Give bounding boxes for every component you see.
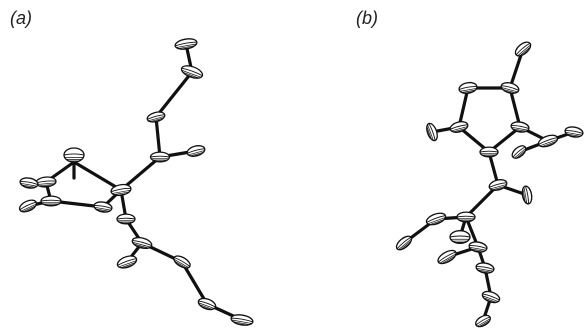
atom-ellipsoid [186,144,206,158]
atom-ellipsoid [436,248,458,266]
bond-line [154,115,162,159]
atom-ellipsoid [180,63,204,80]
bond-line [487,150,500,187]
bond-line [154,70,194,119]
atom-ellipsoid [510,143,528,160]
atom-ellipsoid [116,254,138,271]
panel-a-molecule [18,37,254,326]
panel-b-molecule [394,39,584,328]
atom-ellipsoid [131,236,153,251]
atom-ellipsoid [425,122,440,142]
atom-ellipsoid [450,231,470,244]
atom-ellipsoid [117,214,135,224]
atom-ellipsoid [230,313,253,326]
atom-ellipsoid [481,289,501,304]
bond-line [508,86,522,129]
atom-ellipsoid [425,211,447,227]
atom-ellipsoid [41,196,61,206]
atom-ellipsoid [521,185,533,204]
atom-ellipsoid [458,81,478,94]
atom-ellipsoid [457,212,475,222]
atom-ellipsoid [468,241,487,254]
atom-ellipsoid [172,254,192,271]
atom-ellipsoid [500,81,520,95]
atom-ellipsoid [19,177,38,190]
atom-ellipsoid [480,147,498,157]
atom-ellipsoid [174,37,197,50]
atom-ellipsoid [394,234,414,253]
atom-ellipsoid [146,110,166,123]
atom-ellipsoid [474,313,492,329]
atom-ellipsoid [64,148,84,162]
panel-a-label: (a) [10,8,32,28]
atom-ellipsoid [36,176,57,188]
bond-line [457,86,470,129]
atom-ellipsoid [151,152,170,162]
bond-line [72,160,123,192]
atom-ellipsoid [18,198,38,214]
atom-ellipsoid [197,296,217,311]
atom-ellipsoid [513,39,533,58]
panel-a-atoms [18,37,254,326]
atom-ellipsoid [564,126,583,139]
atom-ellipsoid [475,262,494,275]
panel-a-bonds [26,42,244,322]
atom-ellipsoid [488,178,508,192]
bond-line [180,260,209,306]
panel-b-label: (b) [356,8,378,28]
